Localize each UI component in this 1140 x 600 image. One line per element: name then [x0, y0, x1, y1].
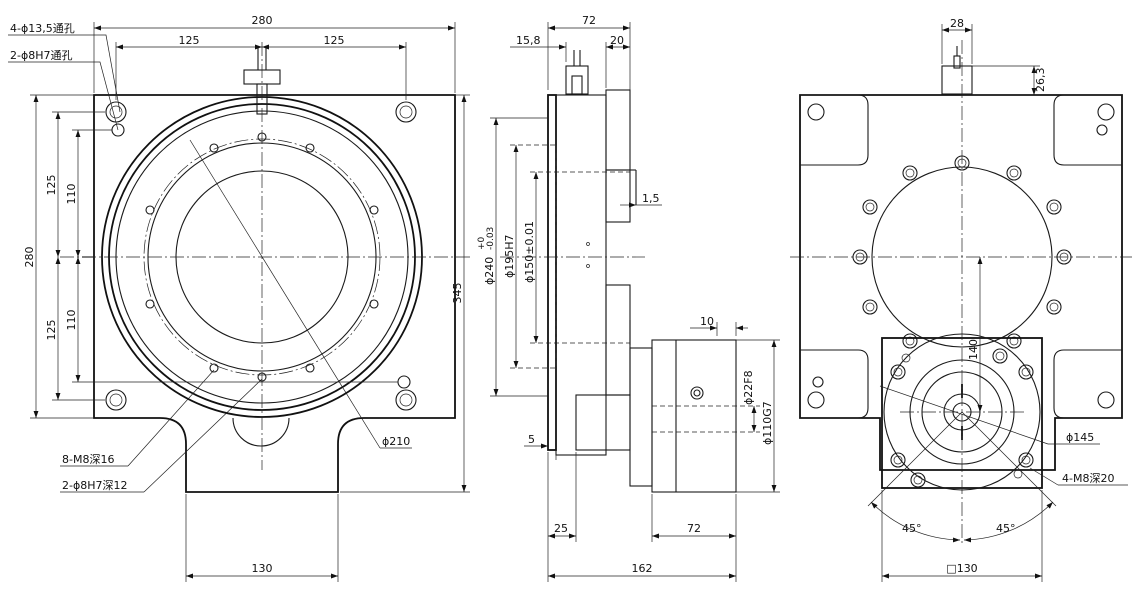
dim-v-125-bottom: 125: [45, 320, 58, 341]
dim-angle-right: 45°: [996, 522, 1016, 535]
side-view: 72 15,8 20 1,5 ϕ240 +0 -0.03 ϕ195H7 ϕ150…: [477, 14, 780, 582]
dim-240-tol-lower: -0.03: [486, 227, 496, 250]
dim-20: 20: [610, 34, 624, 47]
dim-square-130: □130: [946, 562, 977, 575]
dim-5: 5: [528, 433, 535, 446]
dim-10: 10: [700, 315, 714, 328]
dim-240-tol-upper: +0: [477, 236, 487, 250]
label-dia-210: ϕ210: [382, 435, 410, 448]
dim-162: 162: [632, 562, 653, 575]
dim-v-110-bottom: 110: [65, 310, 78, 331]
dim-15-8: 15,8: [516, 34, 541, 47]
dim-72-bottom: 72: [687, 522, 701, 535]
label-pin-hole: 2-ϕ8H7深12: [62, 479, 128, 492]
dim-v-125-top: 125: [45, 175, 58, 196]
dim-dia-150: ϕ150±0.01: [523, 221, 536, 283]
dim-25: 25: [554, 522, 568, 535]
dim-26-3: 26,3: [1034, 68, 1047, 93]
front-view: 280 125 125 280 125 125 110 110 345 130: [8, 14, 470, 582]
dim-140: 140: [967, 339, 980, 360]
dim-dia-22f8: ϕ22F8: [742, 370, 755, 405]
dim-width-280: 280: [252, 14, 273, 27]
label-dia-145: ϕ145: [1066, 431, 1094, 444]
front-bottom-notch: [232, 417, 290, 447]
dim-angle-left: 45°: [902, 522, 922, 535]
dim-28: 28: [950, 17, 964, 30]
label-through-hole-large: 4-ϕ13,5通孔: [10, 22, 75, 35]
dim-bottom-130: 130: [252, 562, 273, 575]
dim-dia-195: ϕ195H7: [503, 234, 516, 278]
dim-125-right: 125: [324, 34, 345, 47]
dim-1-5: 1,5: [642, 192, 660, 205]
bottom-view: ϕ145 4-M8深20 28 26,3 140 45° 45° □130: [790, 17, 1132, 582]
dim-dia-110g7: ϕ110G7: [761, 401, 774, 445]
dim-height-345: 345: [451, 283, 464, 304]
dim-125-left: 125: [179, 34, 200, 47]
dim-side-72-top: 72: [582, 14, 596, 27]
dim-v-110-top: 110: [65, 184, 78, 205]
label-tapped-m8: 8-M8深16: [62, 453, 114, 466]
dim-dia-240: ϕ240: [483, 257, 496, 285]
label-through-hole-small: 2-ϕ8H7通孔: [10, 49, 73, 62]
label-tapped-m8-20: 4-M8深20: [1062, 472, 1114, 485]
dim-height-280: 280: [23, 247, 36, 268]
